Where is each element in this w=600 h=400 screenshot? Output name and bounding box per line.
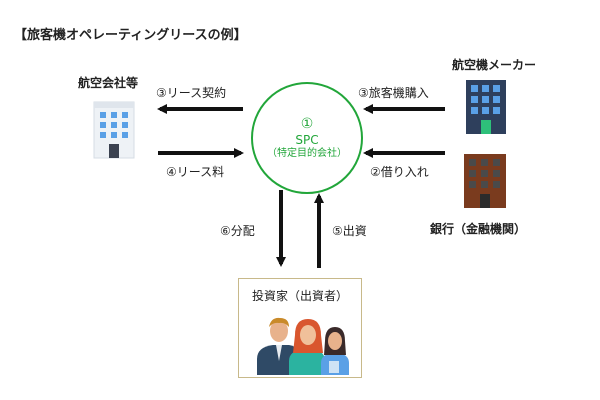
diagram-title: 【旅客機オペレーティングリースの例】: [14, 28, 247, 43]
investor-box: 投資家（出資者）: [238, 278, 362, 378]
spc-sublabel: （特定目的会社）: [267, 148, 347, 159]
spc-label: SPC: [295, 133, 319, 147]
people-icon: [257, 317, 349, 375]
airline-label: 航空会社等: [78, 76, 139, 90]
lease-fee-label: ④リース料: [166, 165, 225, 179]
lease-contract-label: ③リース契約: [156, 86, 227, 100]
spc-number: ①: [300, 115, 314, 132]
investor-label: 投資家（出資者）: [251, 289, 348, 303]
manufacturer-building-icon: [466, 80, 506, 134]
bank-label: 銀行（金融機関）: [430, 222, 527, 236]
bank-building-icon: [464, 154, 506, 208]
spc-circle: ① SPC （特定目的会社）: [251, 82, 363, 194]
investment-label: ⑤出資: [332, 224, 367, 238]
distribution-label: ⑥分配: [220, 224, 255, 238]
borrowing-label: ②借り入れ: [370, 165, 429, 179]
aircraft-purchase-label: ③旅客機購入: [358, 86, 429, 100]
airline-building-icon: [93, 101, 135, 159]
manufacturer-label: 航空機メーカー: [452, 58, 537, 72]
